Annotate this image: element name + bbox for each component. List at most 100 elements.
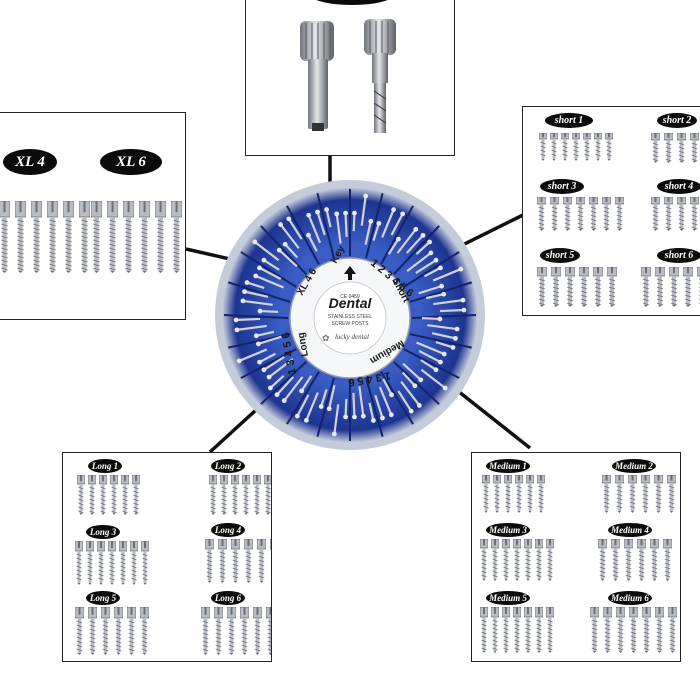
disc-screw — [260, 309, 279, 313]
screw-post-icon — [642, 607, 651, 653]
screw-post-icon — [690, 197, 699, 231]
disc-screw-head — [395, 236, 401, 242]
screw-post-icon — [590, 607, 599, 653]
screw-post-icon — [668, 607, 677, 653]
screw-group — [537, 267, 621, 307]
disc-screw-head — [438, 359, 443, 365]
short-label-3: short 3 — [540, 179, 584, 194]
screw-post-icon — [655, 267, 665, 307]
screw-post-icon — [493, 475, 501, 513]
short-label-2: short 2 — [657, 113, 697, 128]
screw-post-icon — [669, 267, 679, 307]
screw-post-icon — [561, 133, 569, 161]
disc-screw-head — [352, 210, 357, 216]
screw-group — [205, 539, 271, 583]
disc-screw — [246, 281, 265, 289]
screw-post-icon — [130, 541, 138, 585]
long-label-5: Long 5 — [86, 591, 120, 605]
screw-post-icon — [579, 267, 589, 307]
disc-screw-head — [257, 265, 262, 271]
disc-compartment-dividers — [223, 189, 477, 441]
disc-screw — [432, 268, 462, 282]
compartment-divider — [316, 193, 335, 259]
medium-label-6: Medium 6 — [608, 591, 652, 605]
disc-screw-head — [450, 345, 456, 350]
disc-screw-head — [380, 415, 385, 421]
disc-screw-head — [276, 247, 282, 253]
disc-screw — [420, 368, 446, 389]
disc-line1: STAINLESS STEEL — [328, 314, 373, 320]
disc-screw — [421, 317, 440, 321]
medium-label-2: Medium 2 — [612, 459, 656, 473]
disc-screw-head — [388, 412, 394, 418]
disc-maker: lucky dental — [335, 333, 369, 341]
disc-screw-head — [252, 239, 258, 245]
compartment-divider — [260, 225, 307, 275]
screw-post-icon — [537, 267, 547, 307]
disc-screw — [344, 213, 348, 238]
screw-post-icon — [651, 197, 660, 231]
screw-post-icon — [253, 607, 262, 655]
disc-screw-head — [458, 266, 464, 272]
top-panel — [245, 0, 455, 156]
disc-screw — [372, 223, 380, 241]
screw-post-icon — [513, 607, 521, 653]
disc-screw — [402, 362, 422, 381]
disc-screw — [424, 266, 441, 278]
disc-screw-head — [324, 207, 330, 212]
screw-post-icon — [266, 607, 271, 655]
disc-screw-head — [441, 291, 447, 297]
short-panel: short 1 short 2 short 3 short 4 short 5 … — [522, 106, 700, 316]
screw-post-icon — [616, 607, 625, 653]
screw-group — [77, 475, 143, 515]
long-label-4: Long 4 — [211, 523, 245, 537]
screw-post-icon — [502, 539, 510, 581]
disc-screw-head — [234, 327, 240, 333]
screw-post-icon — [231, 475, 239, 515]
screw-group — [75, 541, 152, 585]
medium-panel: Medium 1 Medium 2 Medium 3 Medium 4 Medi… — [471, 452, 681, 662]
screw-post-icon — [551, 267, 561, 307]
key-tool-icon — [300, 19, 396, 133]
compartment-divider — [260, 361, 307, 405]
disc-screw-head — [233, 317, 239, 323]
screw-post-icon — [546, 607, 554, 653]
disc-screw-head — [240, 298, 246, 304]
disc-screw-head — [433, 367, 439, 373]
screw-post-icon — [537, 475, 545, 513]
screw-post-icon — [615, 197, 624, 231]
screw-post-icon — [607, 267, 617, 307]
screw-post-icon — [75, 541, 83, 585]
disc-screw — [425, 293, 444, 300]
long-label-2: Long 2 — [211, 459, 245, 473]
disc-screw — [307, 214, 322, 244]
disc-screw — [344, 398, 348, 417]
short-label-5: short 5 — [540, 248, 580, 263]
screw-post-icon — [480, 539, 488, 581]
disc-screw — [276, 376, 295, 396]
disc-screw-head — [400, 211, 406, 217]
disc-screw-head — [278, 222, 284, 227]
screw-post-icon — [641, 267, 651, 307]
disc-screw — [415, 241, 431, 256]
disc-screw-head — [416, 403, 422, 408]
compartment-divider — [365, 377, 384, 437]
disc-screw — [352, 392, 356, 417]
disc-screw-head — [242, 289, 247, 295]
screw-post-icon — [480, 607, 488, 653]
disc-screw — [415, 259, 437, 275]
medium-label-4: Medium 4 — [608, 523, 652, 537]
disc-screw-head — [261, 367, 267, 373]
disc-screw — [352, 213, 356, 232]
screw-post-icon — [502, 607, 510, 653]
disc-screw — [416, 341, 445, 356]
compartment-divider — [240, 251, 297, 288]
disc-screws — [233, 193, 467, 437]
screw-post-icon — [101, 607, 110, 655]
disc-screw — [236, 324, 267, 331]
disc-brand: Dental — [329, 295, 373, 311]
screw-post-icon — [664, 197, 673, 231]
screw-group — [537, 197, 628, 231]
screw-post-icon — [605, 133, 613, 161]
compartment-divider — [393, 361, 440, 405]
